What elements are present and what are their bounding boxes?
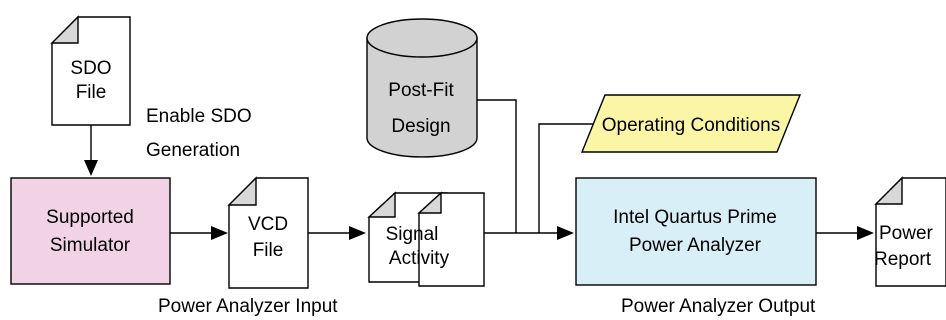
vcd-file-label-line2: File [253,240,284,261]
signal-activity-label-line2: Activity [389,248,450,269]
simulator-to-vcd-arrowhead [211,226,228,240]
power-analyzer-shape [575,177,817,286]
signal-activity-front-fold [417,191,442,214]
supported-simulator-label-line1: Supported [46,207,134,228]
operating-conditions-label: Operating Conditions [602,115,781,136]
power-report-label-line1: Power [879,223,934,244]
sdo-file-label-line2: File [76,82,107,103]
power-analyzer-input-caption: Power Analyzer Input [158,296,338,317]
power-analyzer-output-caption: Power Analyzer Output [621,296,816,317]
vcd-file-document: VCD File [227,176,309,289]
signal-activity-document-stack: Signal Activity [367,191,485,287]
post-fit-design-label-line1: Post-Fit [388,80,454,101]
post-fit-design-label-line2: Design [391,116,450,137]
vcd-file-fold [227,176,257,206]
post-fit-design-cylinder-body [366,37,478,158]
enable-sdo-label-line1: Enable SDO [146,106,252,127]
sdo-file-label-line1: SDO [70,58,111,79]
supported-simulator-shape [10,177,171,285]
operating-conditions-shape [580,94,802,153]
power-analyzer-box: Intel Quartus Prime Power Analyzer [575,177,817,286]
supported-simulator-box: Supported Simulator [10,177,171,285]
operating-conditions-input: Operating Conditions [580,94,802,153]
power-analyzer-label-line1: Intel Quartus Prime [613,207,777,228]
enable-sdo-label-line2: Generation [146,140,240,161]
sdo-file-document: SDO File [50,15,131,126]
power-report-fold [874,176,903,205]
sdo-to-simulator-arrowhead [84,160,98,176]
supported-simulator-label-line2: Simulator [50,235,131,256]
power-analyzer-label-line2: Power Analyzer [629,235,762,256]
operating-conditions-to-analyzer-connector [538,123,593,233]
into-power-analyzer-arrowhead [557,226,574,240]
power-report-document: Power Report [874,176,946,287]
analyzer-to-report-arrowhead [857,226,874,240]
signal-activity-back-fold [367,191,396,218]
post-fit-design-cylinder-top [366,18,478,58]
vcd-file-label-line1: VCD [248,214,288,235]
power-report-label-line2: Report [874,249,932,270]
sdo-file-fold [50,15,79,44]
post-fit-design-database: Post-Fit Design [366,18,478,158]
vcd-to-signal-activity-arrowhead [349,226,366,240]
signal-activity-label-line1: Signal [386,224,439,245]
post-fit-to-analyzer-connector [477,99,517,233]
